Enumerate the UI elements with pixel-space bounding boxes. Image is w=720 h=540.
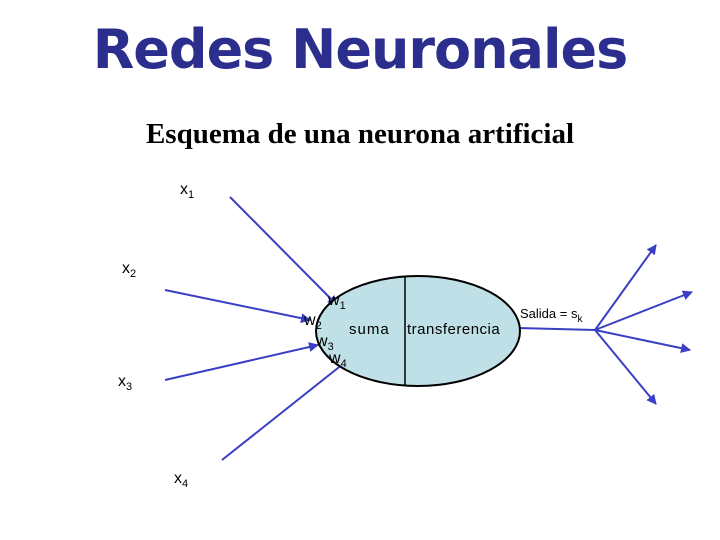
neuron-body xyxy=(315,275,521,387)
input-arrow-4 xyxy=(221,359,349,461)
output-arrow-2 xyxy=(594,290,693,331)
weight-label-2: w2 xyxy=(303,312,322,332)
output-arrow-4 xyxy=(594,329,657,405)
sum-label: suma xyxy=(349,321,390,338)
input-label-1: x1 xyxy=(180,181,194,201)
output-arrow-1 xyxy=(594,244,657,331)
input-label-2: x2 xyxy=(122,260,136,280)
output-label: Salida = sk xyxy=(520,306,583,325)
input-arrow-1 xyxy=(229,196,338,306)
output-arrow-3 xyxy=(594,329,691,354)
transfer-label: transferencia xyxy=(407,321,500,338)
input-label-4: x4 xyxy=(174,470,188,490)
weight-label-4: w4 xyxy=(328,350,347,370)
page-title: Redes Neuronales xyxy=(92,18,629,81)
weight-label-3: w3 xyxy=(315,333,334,353)
neuron-output-line xyxy=(517,327,596,331)
input-arrow-2 xyxy=(164,289,311,324)
weight-label-1: w1 xyxy=(327,292,346,312)
page-subtitle: Esquema de una neurona artificial xyxy=(145,118,575,150)
input-arrow-3 xyxy=(164,342,319,381)
input-label-3: x3 xyxy=(118,373,132,393)
